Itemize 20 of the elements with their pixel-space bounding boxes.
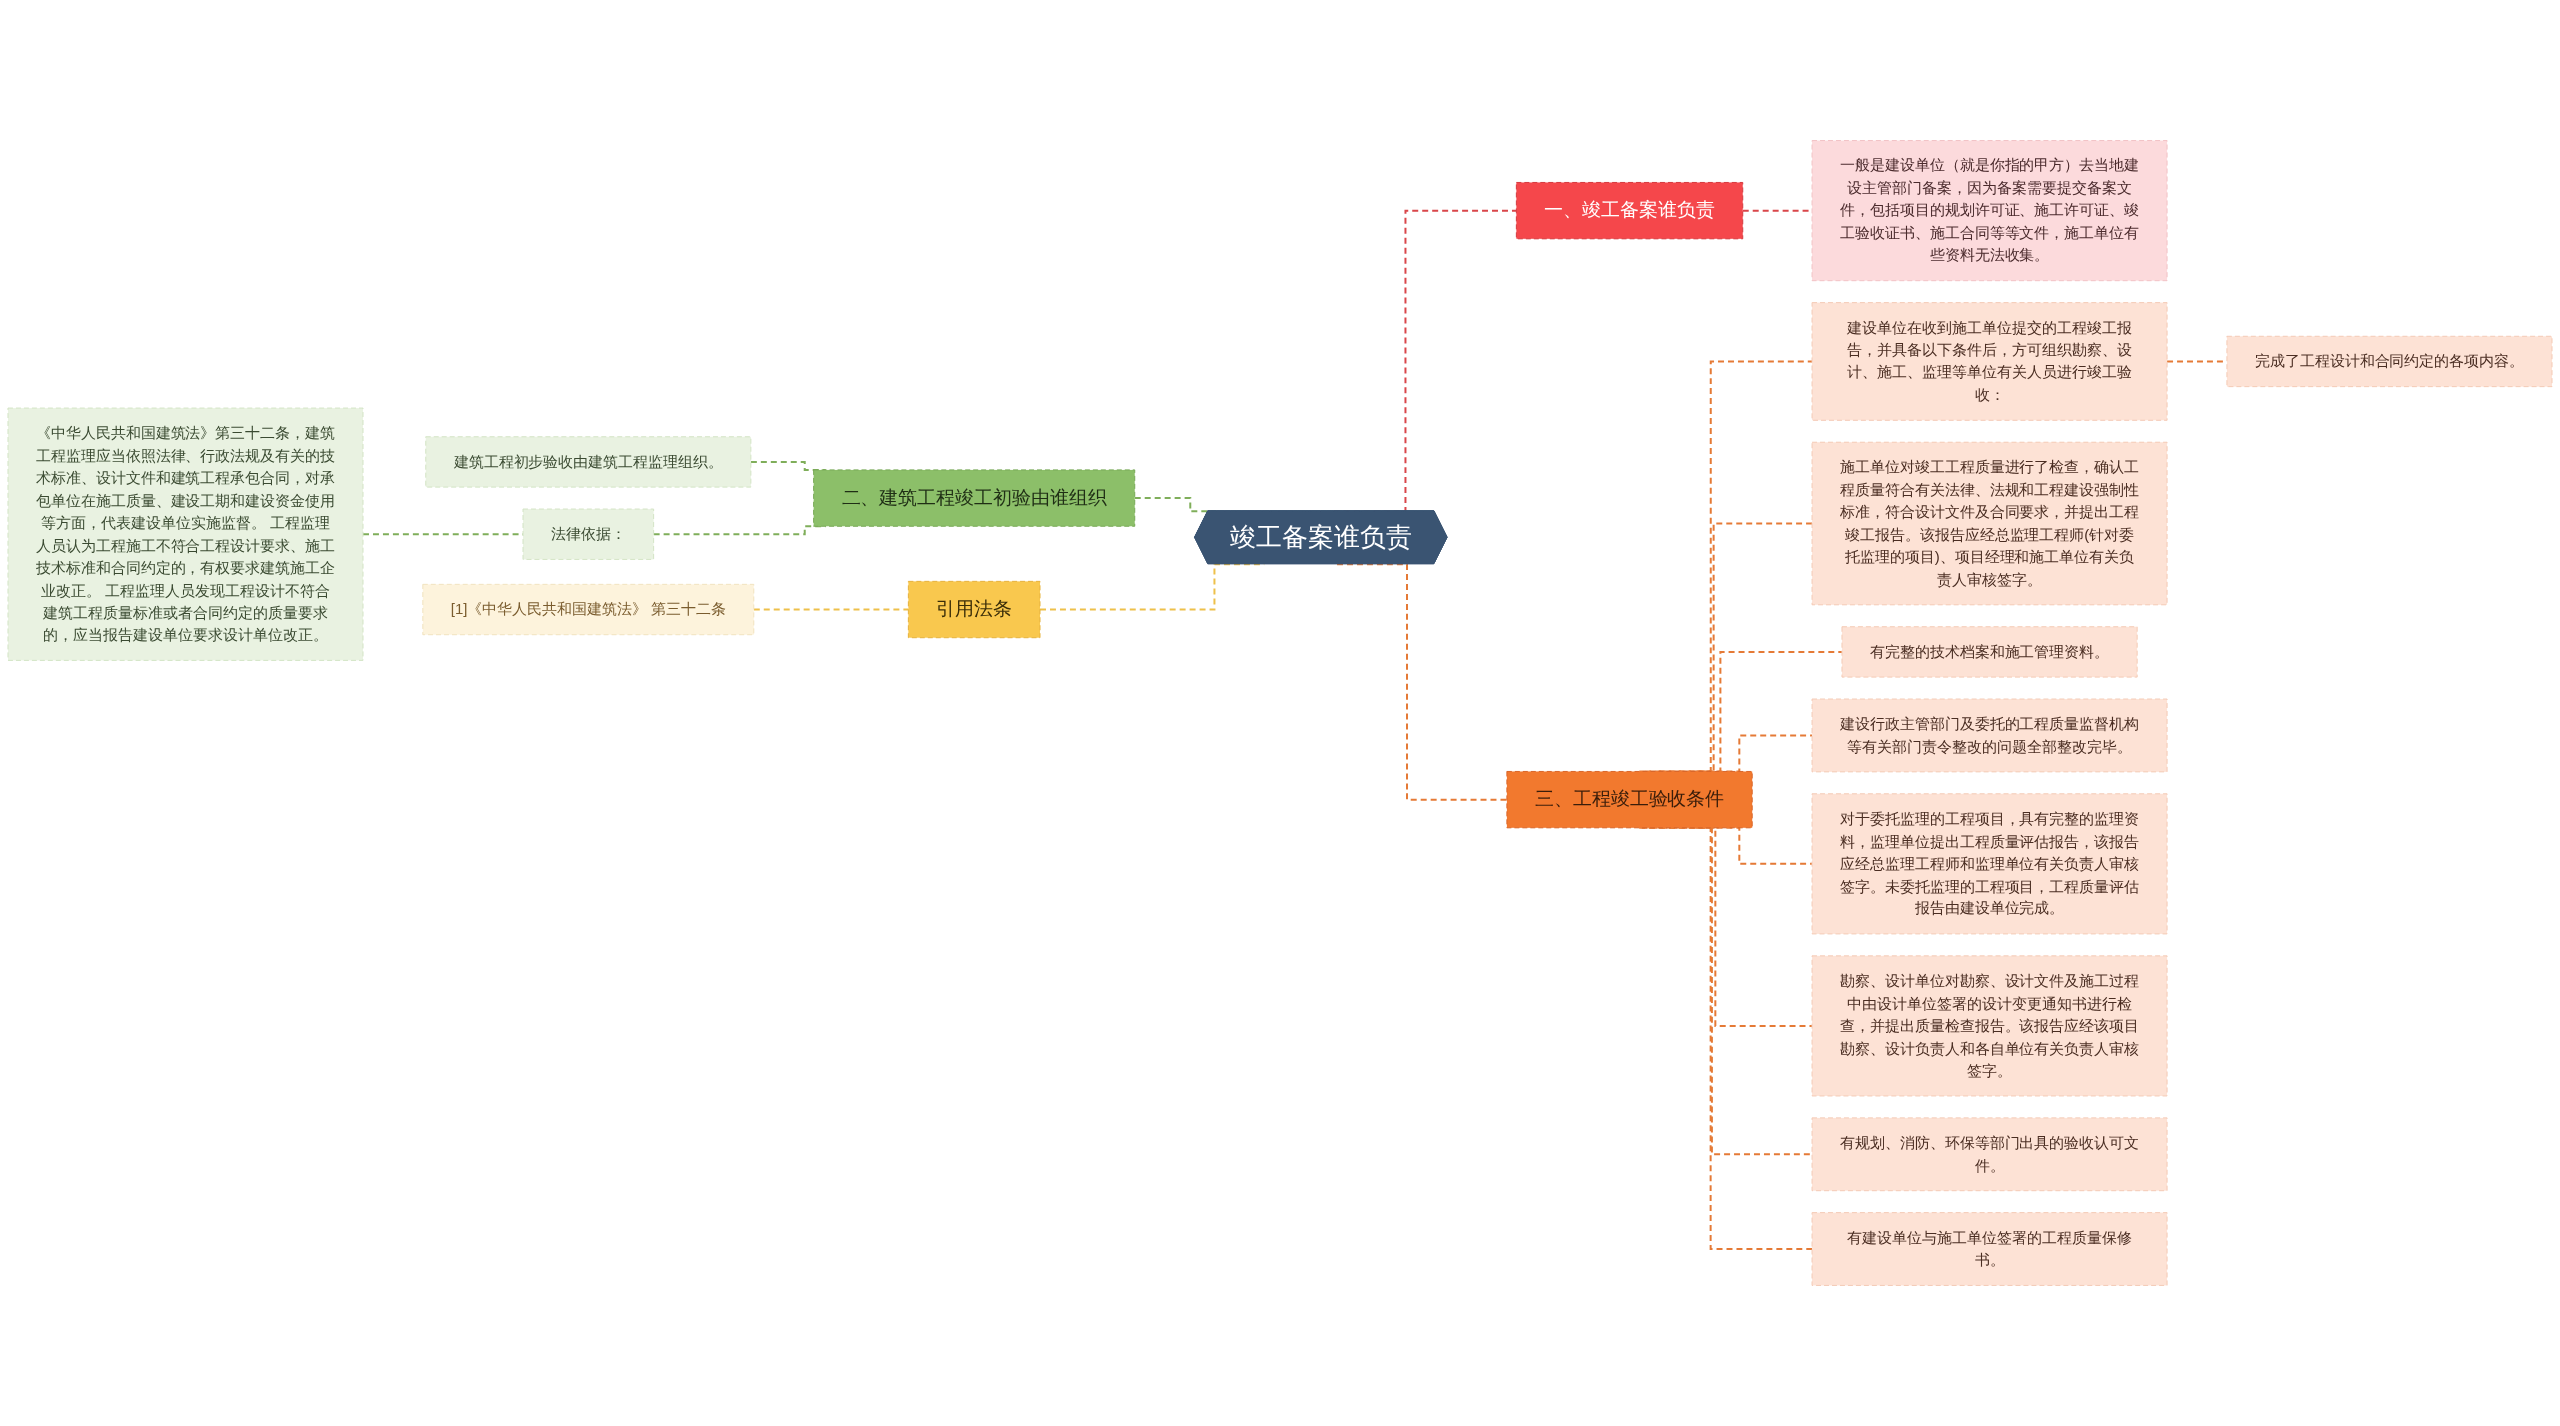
node-box: 建设行政主管部门及委托的工程质量监督机构等有关部门责令整改的问题全部整改完毕。 [1811,698,2168,773]
node-box: 法律依据： [522,508,655,560]
connector [752,608,910,611]
node-box: 有完整的技术档案和施工管理资料。 [1841,626,2138,678]
node-box: 有建设单位与施工单位签署的工程质量保修书。 [1811,1212,2168,1286]
node-box: 二、建筑工程竣工初验由谁组织 [813,469,1136,527]
connector [1336,563,1508,801]
node-box: 引用法条 [907,580,1041,639]
node-box: 三、工程竣工验收条件 [1506,770,1753,829]
node-box: [1]《中华人民共和国建筑法》 第三十二条 [422,583,755,636]
node-box: 对于委托监理的工程项目，具有完整的监理资料，监理单位提出工程质量评估报告，该报告应经总监理工程师和监理单位有关负责人审核签字。未委托监理的工程项目，工程质量评估报告由建设单位完成。 [1811,793,2168,935]
node-box: 建筑工程初步验收由建筑工程监理组织。 [425,436,752,488]
node-box: 施工单位对竣工工程质量进行了检查，确认工程质量符合有关法律、法规和工程建设强制性标准，符合设计文件及合同要求，并提出工程竣工报告。该报告应经总监理工程师(针对委托监理的项目)、项目经理和施工单位有关负责人审核签字。 [1811,441,2168,606]
node-box: 《中华人民共和国建筑法》第三十二条，建筑工程监理应当依照法律、行政法规及有关的技术标准、设计文件和建筑工程承包合同，对承包单位在施工质量、建设工期和建设资金使用等方面，代表建设单位实施监督。 工程监理人员认为工程施工不符合工程设计要求、施工技术标准和合同约定的，有权要求建筑施工企业改正。 工程监理人员发现工程设计不符合建筑工程质量标准或者合同约定的质量要求的，应当报告建设单位要求设计单位改正。 [7,407,364,661]
node-box: 有规划、消防、环保等部门出具的验收认可文件。 [1811,1117,2168,1192]
node-box: 建设单位在收到施工单位提交的工程竣工报告，并具备以下条件后，方可组织勘察、设计、施工、监理等单位有关人员进行竣工验收： [1811,302,2168,421]
node-box: 一、竣工备案谁负责 [1515,181,1744,240]
node-box: 完成了工程设计和合同约定的各项内容。 [2226,335,2553,388]
node-box: 勘察、设计单位对勘察、设计文件及施工过程中由设计单位签署的设计变更通知书进行检查，并提出质量检查报告。该报告应经该项目勘察、设计负责人和各自单位有关负责人审核签字。 [1811,955,2168,1097]
node-box: 一般是建设单位（就是你指的甲方）去当地建设主管部门备案，因为备案需要提交备案文件，包括项目的规划许可证、施工许可证、竣工验收证书、施工合同等等文件，施工单位有些资料无法收集。 [1811,140,2168,282]
